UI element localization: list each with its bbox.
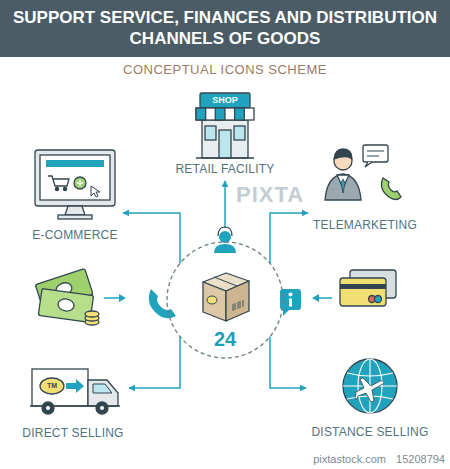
- subtitle: CONCEPTUAL ICONS SCHEME: [123, 62, 327, 77]
- channel-node: E-COMMERCE: [28, 148, 122, 246]
- hours-number: 24: [214, 328, 236, 351]
- trademark-mark: TM: [47, 382, 57, 389]
- hub-circle: 24: [165, 240, 285, 360]
- truck-icon: [30, 369, 120, 414]
- title: SUPPORT SERVICE, FINANCES AND DISTRIBUTI…: [7, 0, 443, 49]
- support-person-icon: [211, 227, 239, 256]
- shop-sign: SHOP: [212, 94, 238, 107]
- channel-label: TELEMARKETING: [313, 218, 417, 232]
- monitor-icon: [35, 150, 115, 219]
- channel-label: DISTANCE SELLING: [311, 425, 428, 439]
- channel-arrow: [270, 337, 306, 388]
- watermark: PIXTA: [236, 182, 304, 208]
- channel-node: SHOP RETAIL FACILITY: [171, 92, 279, 180]
- telemarketer-icon: [325, 145, 401, 200]
- stock-number: 15208794: [396, 453, 445, 465]
- channel-node: DIRECT SELLING: [18, 362, 128, 444]
- channel-node: DISTANCE SELLING: [307, 355, 433, 445]
- parcel-icon: [203, 273, 249, 321]
- channel-label: DIRECT SELLING: [22, 426, 123, 440]
- card-icon: [340, 270, 396, 306]
- channel-arrow: [270, 213, 308, 263]
- shop-icon: [196, 93, 254, 158]
- channel-label: RETAIL FACILITY: [175, 162, 274, 176]
- channel-arrow: [129, 337, 180, 388]
- channel-arrow: [123, 213, 180, 263]
- dashed-circle: [167, 242, 283, 358]
- globe-icon: [343, 359, 397, 413]
- watermark-site: pixtastock.com: [313, 453, 386, 465]
- phone-icon: [149, 289, 176, 318]
- channel-label: E-COMMERCE: [32, 228, 117, 242]
- channel-node: TELEMARKETING: [309, 140, 421, 235]
- money-icon: [35, 269, 99, 325]
- title-bar: SUPPORT SERVICE, FINANCES AND DISTRIBUTI…: [0, 0, 450, 57]
